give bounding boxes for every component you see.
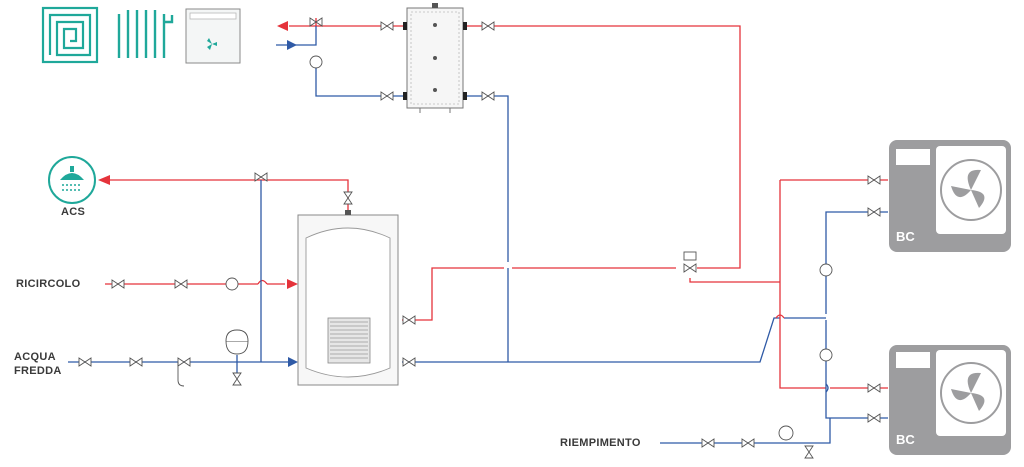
arrow-recirculation-in <box>287 279 298 289</box>
acqua-label-line2: FREDDA <box>14 365 62 377</box>
dhw-storage-tank <box>297 210 399 386</box>
arrow-heating-in <box>287 40 297 50</box>
bc-top-label: BC <box>896 229 915 244</box>
heat-pump-bottom <box>889 345 1011 455</box>
bc-bottom-label: BC <box>896 432 915 447</box>
expansion-vessel-hp <box>778 425 794 441</box>
arrow-heating-out <box>277 21 288 31</box>
shower-icon <box>48 156 96 204</box>
fan-coil-icon <box>185 8 241 64</box>
radiator-icon <box>117 10 174 58</box>
dhw-hot-pipes <box>105 179 780 321</box>
heat-pump-top <box>889 140 1011 252</box>
arrow-acs-out <box>98 175 110 185</box>
ricircolo-label: RICIRCOLO <box>16 278 81 290</box>
buffer-tank <box>403 3 467 113</box>
heating-return-pipes <box>276 26 509 362</box>
riempimento-label: RIEMPIMENTO <box>560 437 641 449</box>
expansion-vessel-dhw <box>225 329 249 355</box>
hp-blue-pipes <box>660 211 888 444</box>
underfloor-heating-icon <box>41 6 99 64</box>
acs-label: ACS <box>61 206 86 218</box>
dhw-cold-pipes <box>68 180 780 376</box>
acqua-label-line1: ACQUA <box>14 351 56 363</box>
arrow-cold-in <box>288 357 298 367</box>
